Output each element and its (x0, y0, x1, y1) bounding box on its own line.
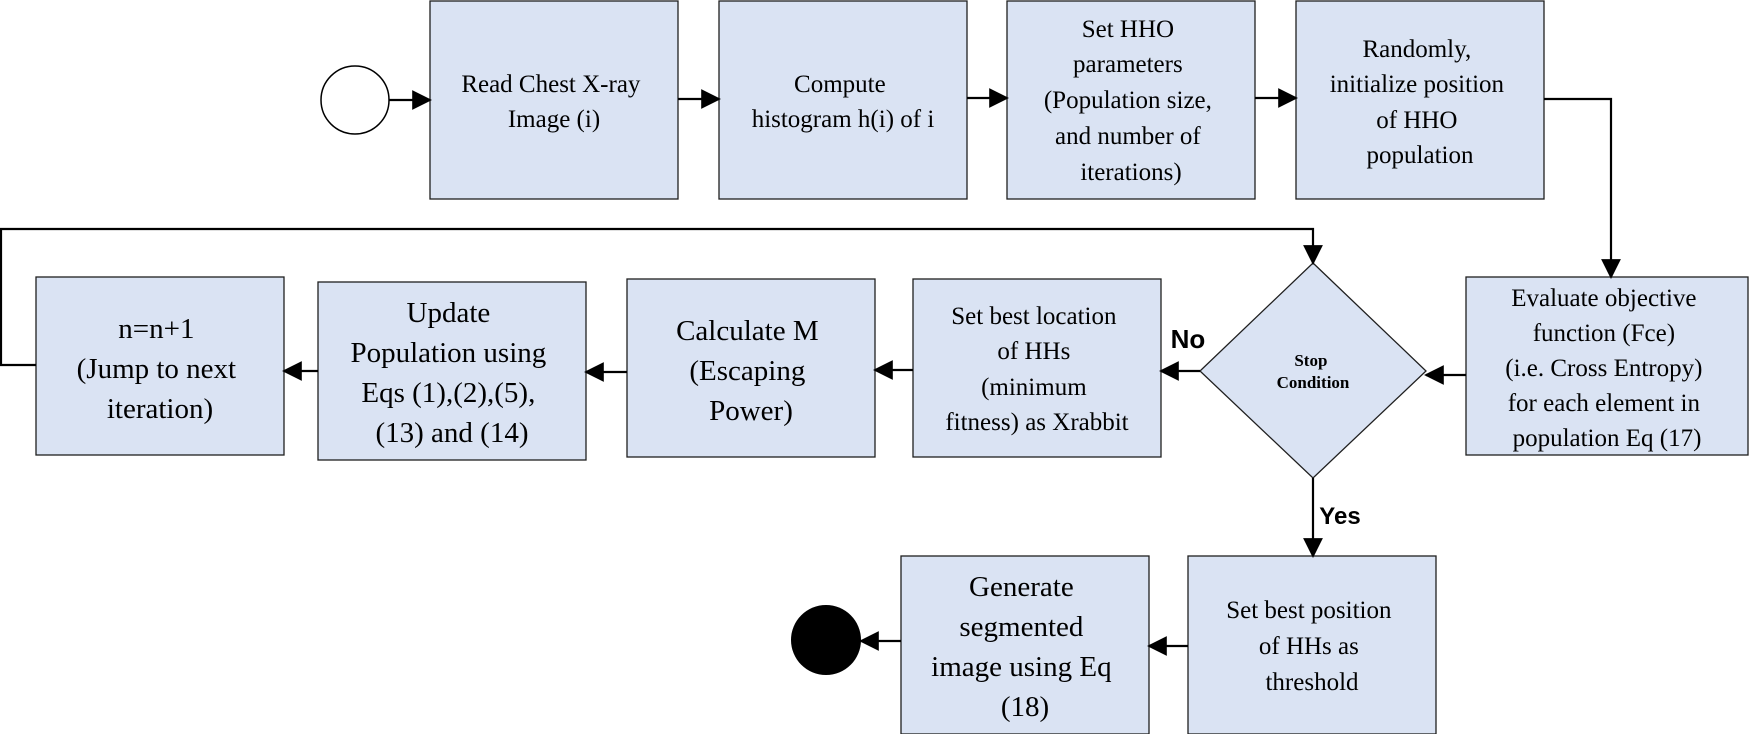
generate-line-1: Generate (969, 571, 1074, 603)
calc-m-line-2: (Escaping (689, 355, 805, 387)
init-position-line-1: Randomly, (1362, 36, 1471, 63)
set-params-line-3: (Population size, (1044, 87, 1212, 114)
svg-text:Evaluate objective funct: Evaluate objective function (Fce) (i.e. … (1505, 285, 1708, 452)
init-position-line-3: of HHO (1376, 107, 1457, 134)
set-params-line-1: Set HHO (1082, 16, 1174, 43)
svg-text:Stop Condition: Stop Condition (1277, 351, 1350, 392)
calculate-m-step: Calculate M (Escaping Power) (626, 278, 876, 458)
init-position-line-4: population (1367, 142, 1474, 169)
no-label: No (1171, 324, 1206, 354)
set-params-line-2: parameters (1073, 51, 1183, 78)
evaluate-line-4: for each element in (1508, 390, 1701, 417)
read-image-step: Read Chest X-ray Image (i) (429, 0, 679, 200)
arrow-increment-loop-to-stop (0, 227, 1323, 367)
svg-text:Set HHO parameters: Set HHO parameters (Population size, and… (1044, 16, 1218, 186)
increment-line-2: (Jump to next (77, 353, 237, 385)
set-parameters-step: Set HHO parameters (Population size, and… (1006, 0, 1256, 200)
compute-histogram-step: Compute histogram h(i) of i (718, 0, 968, 200)
svg-text:Update Population using: Update Population using Eqs (1),(2),(5),… (350, 297, 553, 449)
threshold-line-1: Set best position (1226, 597, 1392, 624)
arrow-init-to-evaluate (1544, 97, 1621, 279)
best-location-line-1: Set best location (951, 303, 1117, 330)
compute-hist-line-2: histogram h(i) of i (752, 106, 935, 133)
increment-line-1: n=n+1 (118, 313, 194, 345)
svg-text:Calculate M (Escaping: Calculate M (Escaping Power) (676, 315, 826, 427)
initialize-position-step: Randomly, initialize position of HHO pop… (1295, 0, 1545, 200)
best-location-line-2: of HHs (997, 338, 1070, 365)
svg-text:Randomly, initialize pos: Randomly, initialize position of HHO pop… (1330, 36, 1511, 169)
evaluate-line-1: Evaluate objective (1511, 285, 1696, 312)
update-population-step: Update Population using Eqs (1),(2),(5),… (317, 281, 587, 461)
svg-text:Read Chest X-ray Image: Read Chest X-ray Image (i) (461, 71, 646, 133)
threshold-line-3: threshold (1265, 669, 1359, 696)
svg-text:Set best position of HHs: Set best position of HHs as threshold (1226, 597, 1398, 696)
svg-text:n=n+1 (Jump to next: n=n+1 (Jump to next iteration) (77, 313, 244, 425)
read-image-line-2: Image (i) (508, 106, 600, 133)
stop-condition-line-2: Condition (1277, 373, 1350, 392)
update-pop-line-4: (13) and (14) (375, 417, 528, 449)
generate-line-2: segmented (959, 611, 1084, 643)
update-pop-line-1: Update (407, 297, 491, 329)
read-image-line-1: Read Chest X-ray (461, 71, 641, 98)
set-best-location-step: Set best location of HHs (minimum fitnes… (912, 278, 1162, 458)
calc-m-line-1: Calculate M (676, 315, 819, 347)
evaluate-line-2: function (Fce) (1533, 320, 1675, 347)
init-position-line-2: initialize position (1330, 71, 1505, 98)
set-threshold-step: Set best position of HHs as threshold (1187, 555, 1437, 734)
evaluate-line-3: (i.e. Cross Entropy) (1505, 355, 1702, 382)
threshold-line-2: of HHs as (1259, 633, 1359, 660)
compute-hist-line-1: Compute (794, 71, 886, 98)
increment-line-3: iteration) (107, 393, 213, 425)
svg-text:Generate segmented: Generate segmented image using Eq (18) (931, 571, 1119, 723)
best-location-line-4: fitness) as Xrabbit (945, 409, 1128, 436)
svg-text:Set best location of HHs: Set best location of HHs (minimum fitnes… (945, 303, 1128, 436)
evaluate-line-5: population Eq (17) (1513, 425, 1702, 452)
start-node (320, 65, 390, 135)
best-location-line-3: (minimum (981, 374, 1087, 401)
generate-segmented-step: Generate segmented image using Eq (18) (900, 555, 1150, 734)
set-params-line-4: and number of (1055, 123, 1201, 150)
stop-condition-decision: Stop Condition (1199, 262, 1427, 479)
increment-iteration-step: n=n+1 (Jump to next iteration) (35, 276, 285, 456)
end-node (791, 605, 861, 675)
update-pop-line-2: Population using (350, 337, 546, 369)
stop-condition-line-1: Stop (1294, 351, 1327, 370)
evaluate-objective-step: Evaluate objective function (Fce) (i.e. … (1465, 276, 1749, 456)
generate-line-3: image using Eq (931, 651, 1111, 683)
calc-m-line-3: Power) (709, 395, 793, 427)
generate-line-4: (18) (1001, 691, 1049, 723)
yes-label: Yes (1319, 503, 1360, 530)
update-pop-line-3: Eqs (1),(2),(5), (361, 377, 535, 409)
svg-text:Compute histogram h(i): Compute histogram h(i) of i (752, 71, 935, 133)
set-params-line-5: iterations) (1080, 159, 1181, 186)
